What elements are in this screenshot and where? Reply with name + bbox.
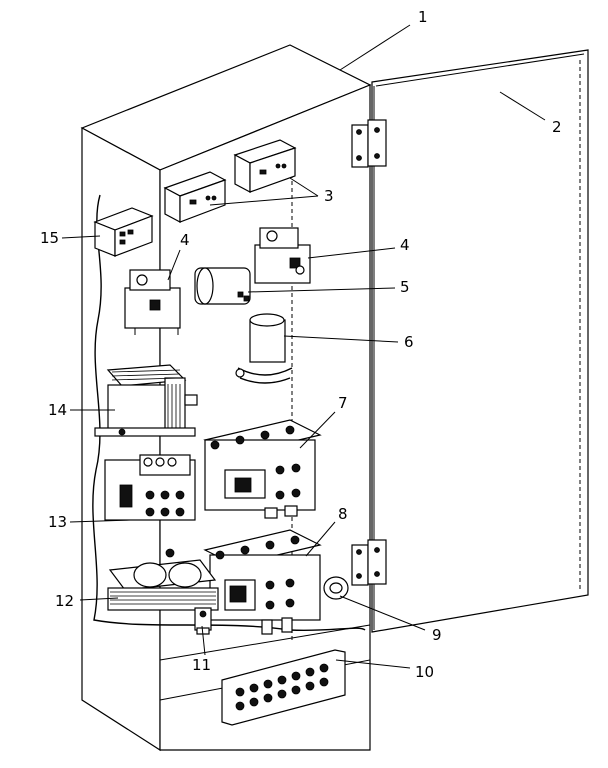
terminal-screw xyxy=(305,681,315,691)
callout-10: 10 xyxy=(415,663,434,681)
terminal-screw xyxy=(249,683,259,693)
contactor-4-left xyxy=(124,269,181,335)
terminal-screw xyxy=(235,687,245,697)
callout-13: 13 xyxy=(48,513,67,531)
callout-5: 5 xyxy=(400,278,410,296)
contactor-4-right xyxy=(254,227,311,284)
enclosure-door xyxy=(371,49,589,633)
timer-relay-5 xyxy=(194,267,251,305)
upper-hinge xyxy=(351,119,387,168)
callout-8: 8 xyxy=(338,505,348,523)
callout-12: 12 xyxy=(55,592,74,610)
contactor-13 xyxy=(104,454,196,521)
grommet-9 xyxy=(323,576,349,600)
callout-4b: 4 xyxy=(400,236,410,254)
callout-7: 7 xyxy=(338,394,348,412)
transformer-12 xyxy=(107,548,219,611)
callout-3: 3 xyxy=(324,187,334,205)
relay-15 xyxy=(93,207,154,257)
terminal-screw xyxy=(249,697,259,707)
terminal-screw xyxy=(235,701,245,711)
contactor-8 xyxy=(203,529,322,635)
terminal-screw xyxy=(277,689,287,699)
terminal-screw xyxy=(263,679,273,689)
terminal-screw xyxy=(263,693,273,703)
terminal-screw xyxy=(305,667,315,677)
callout-4a: 4 xyxy=(180,231,190,249)
callout-9: 9 xyxy=(432,626,442,644)
callout-14: 14 xyxy=(48,401,67,419)
terminal-screw xyxy=(319,677,329,687)
contactor-7 xyxy=(203,419,322,519)
relay-3-left xyxy=(163,171,227,223)
transformer-14 xyxy=(94,364,198,437)
fuse-holder-11 xyxy=(194,607,212,635)
leader-lines xyxy=(61,24,546,669)
callout-2: 2 xyxy=(552,118,562,136)
lower-hinge xyxy=(351,539,387,586)
callout-labels: 1 2 3 4 4 5 6 7 8 9 10 11 12 13 14 15 xyxy=(40,8,562,681)
callout-1: 1 xyxy=(418,8,428,26)
terminal-block-10 xyxy=(221,649,346,726)
terminal-screw xyxy=(319,663,329,673)
callout-11: 11 xyxy=(192,656,211,674)
terminal-screw xyxy=(291,671,301,681)
relay-3-right xyxy=(233,139,297,193)
capacitor-6 xyxy=(235,313,293,384)
callout-15: 15 xyxy=(40,229,59,247)
terminal-screw xyxy=(277,675,287,685)
terminal-screw xyxy=(291,685,301,695)
callout-6: 6 xyxy=(404,333,414,351)
